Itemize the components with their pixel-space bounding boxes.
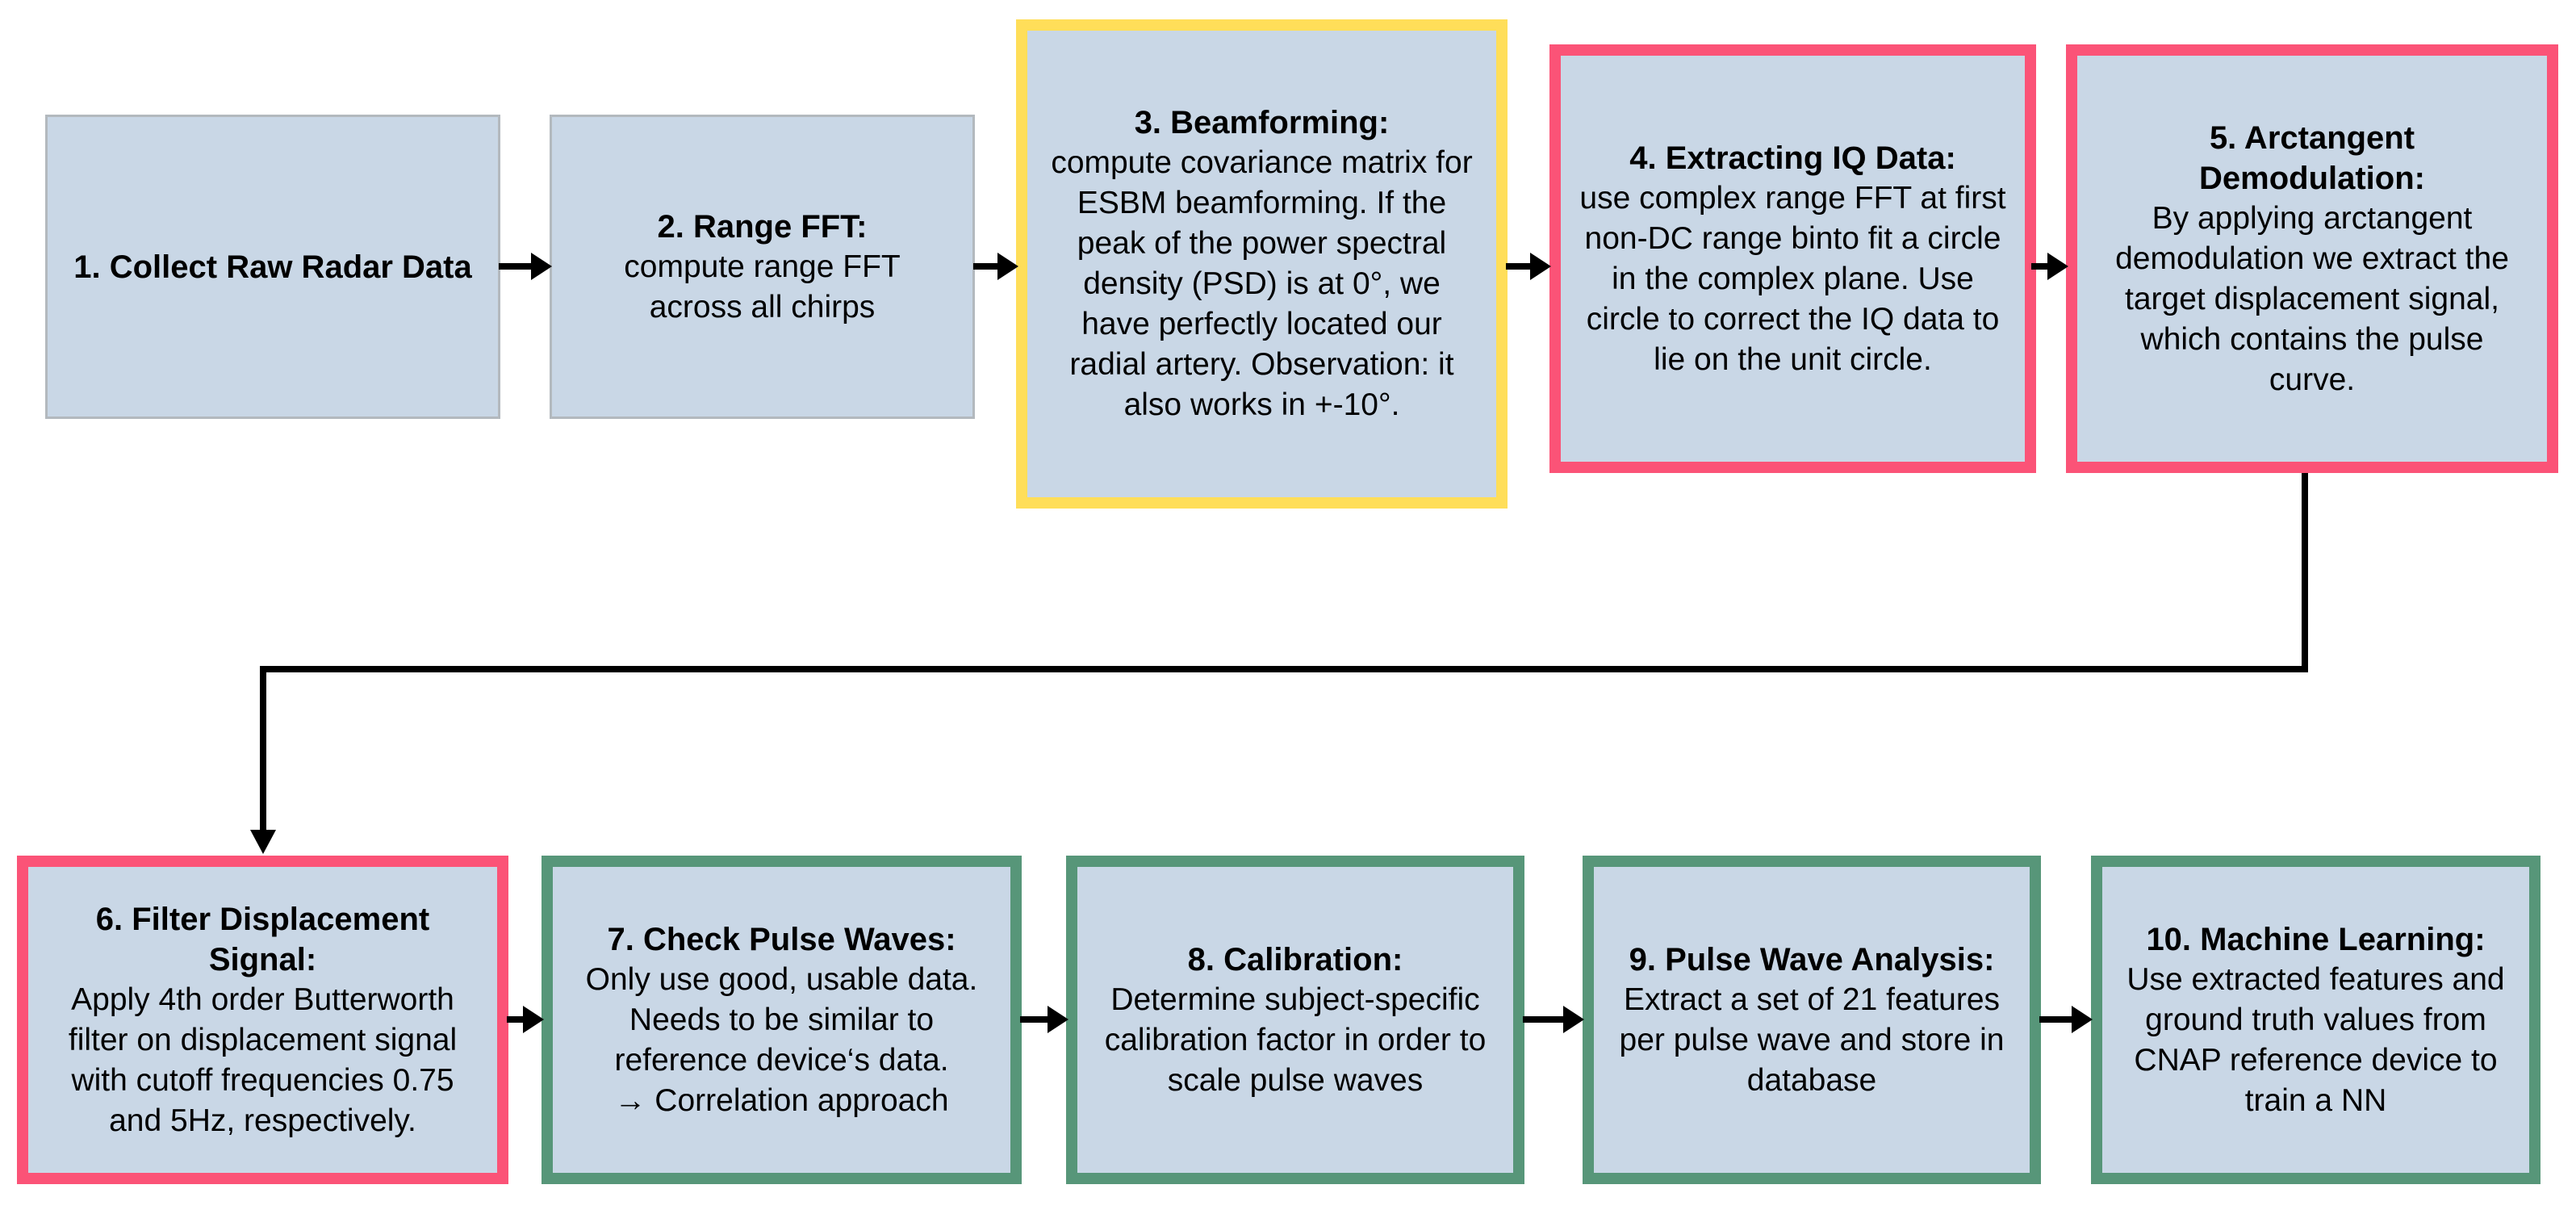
connector-segment-vertical-to-box6 [260,666,266,831]
box-4-title: 4. Extracting IQ Data: [1629,140,1956,176]
arrow-right-icon-1-to-2 [499,253,552,280]
box-9-body: Extract a set of 21 features per pulse w… [1619,982,2005,1098]
arrow-head [1048,1006,1068,1033]
box-1-title: 1. Collect Raw Radar Data [73,249,472,285]
arrow-down-head [250,830,276,854]
flow-box-1-collect-raw-radar-data: 1. Collect Raw Radar Data [45,115,500,419]
box-7-title: 7. Check Pulse Waves: [607,921,956,957]
arrow-right-icon-6-to-7 [507,1006,544,1033]
flow-box-2-range-fft: 2. Range FFT: compute range FFT across a… [550,115,975,419]
arrow-right-icon-3-to-4 [1506,253,1551,280]
arrow-head [523,1006,544,1033]
arrow-right-icon-4-to-5 [2031,253,2068,280]
box-2-body: compute range FFT across all chirps [624,249,901,324]
arrow-head [997,253,1018,280]
box-7-body: Only use good, usable data. Needs to be … [585,961,978,1078]
arrow-shaft [1020,1016,1049,1023]
arrow-shaft [1506,263,1532,270]
box-8-body: Determine subject-specific calibration f… [1104,982,1487,1098]
arrow-right-icon-7-to-8 [1020,1006,1068,1033]
box-3-title: 3. Beamforming: [1134,105,1390,140]
box-7-body-correlation: → Correlation approach [614,1082,949,1118]
arrow-shaft [2031,263,2049,270]
box-10-title: 10. Machine Learning: [2146,921,2486,957]
arrow-head [531,253,552,280]
arrow-head [2072,1006,2093,1033]
arrow-head [1530,253,1551,280]
arrow-shaft [507,1016,525,1023]
box-10-body: Use extracted features and ground truth … [2126,961,2505,1118]
box-3-body: compute covariance matrix for ESBM beamf… [1051,145,1473,422]
flow-box-8-calibration: 8. Calibration: Determine subject-specif… [1066,856,1524,1184]
arrow-right-icon-9-to-10 [2039,1006,2093,1033]
box-8-title: 8. Calibration: [1187,941,1403,977]
box-4-body: use complex range FFT at first non-DC ra… [1579,180,2006,377]
flow-box-4-extracting-iq-data: 4. Extracting IQ Data: use complex range… [1549,44,2036,473]
box-6-body: Apply 4th order Butterworth filter on di… [68,982,458,1138]
arrow-head [2047,253,2068,280]
arrow-head [1563,1006,1584,1033]
connector-segment-horizontal [260,666,2308,672]
box-9-title: 9. Pulse Wave Analysis: [1629,941,1995,977]
flow-box-7-check-pulse-waves: 7. Check Pulse Waves: Only use good, usa… [542,856,1022,1184]
connector-segment-vertical-from-box5 [2302,473,2308,672]
flow-box-3-beamforming: 3. Beamforming: compute covariance matri… [1016,19,1508,509]
box-2-title: 2. Range FFT: [657,208,868,245]
box-6-title: 6. Filter Displacement Signal: [95,901,430,977]
flow-box-9-pulse-wave-analysis: 9. Pulse Wave Analysis: Extract a set of… [1583,856,2041,1184]
flow-box-5-arctangent-demodulation: 5. Arctangent Demodulation: By applying … [2066,44,2558,473]
flow-box-6-filter-displacement-signal: 6. Filter Displacement Signal: Apply 4th… [17,856,508,1184]
box-5-body: By applying arctangent demodulation we e… [2115,200,2509,397]
flow-box-10-machine-learning: 10. Machine Learning: Use extracted feat… [2091,856,2540,1184]
arrow-shaft [499,263,533,270]
box-5-title: 5. Arctangent Demodulation: [2199,119,2425,196]
arrow-right-icon-2-to-3 [973,253,1018,280]
arrow-shaft [2039,1016,2073,1023]
arrow-shaft [1523,1016,1565,1023]
arrow-shaft [973,263,999,270]
arrow-right-icon-8-to-9 [1523,1006,1584,1033]
